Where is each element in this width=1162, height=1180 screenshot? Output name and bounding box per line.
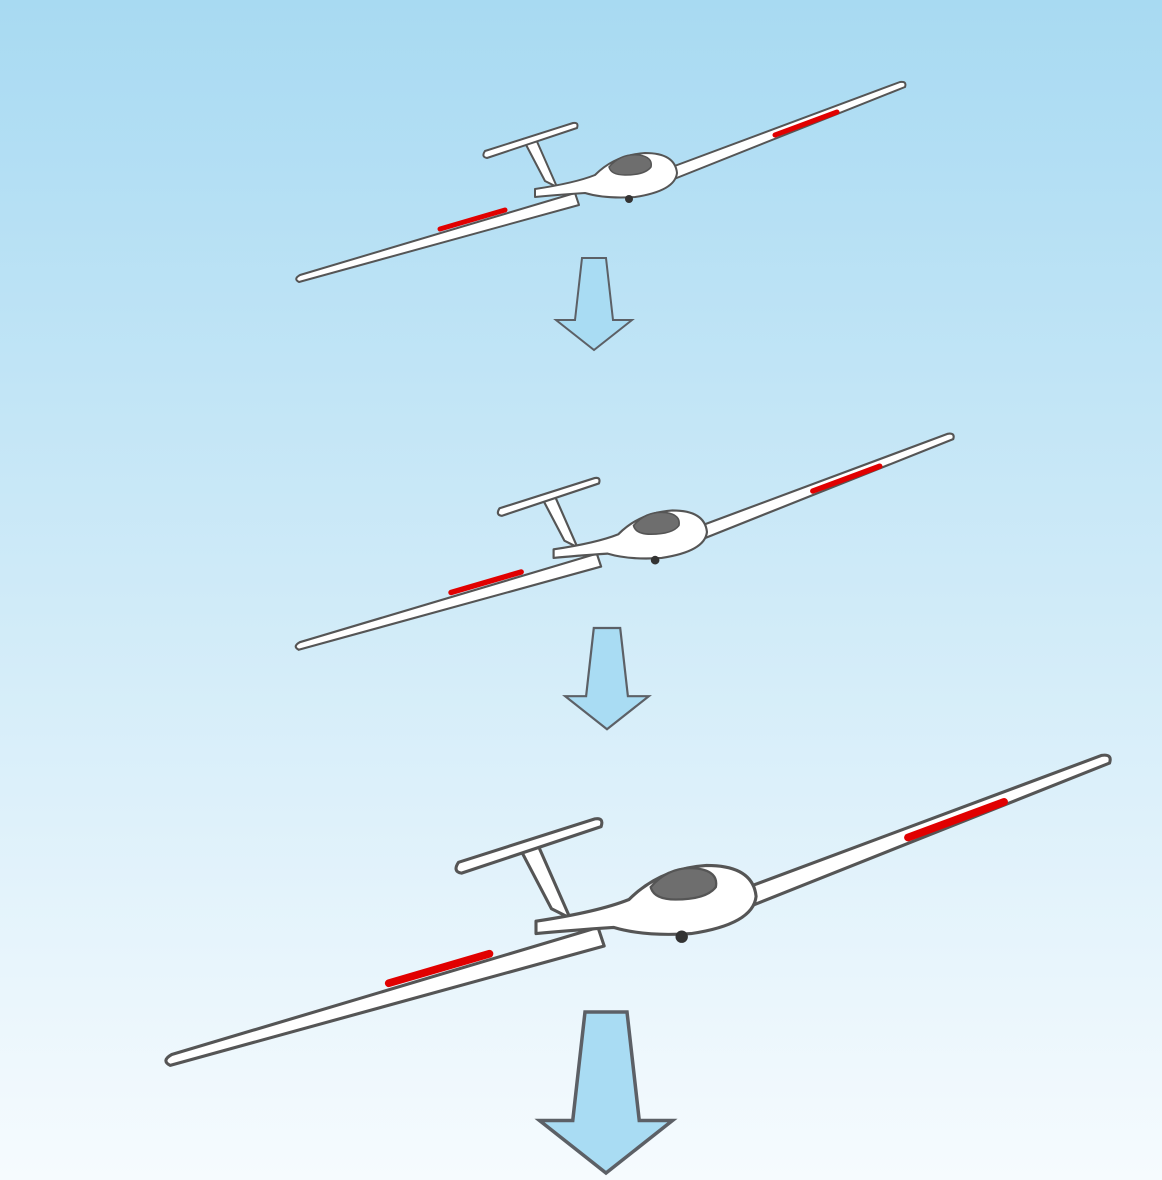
glider-descent-diagram [0,0,1162,1180]
sky-gradient [0,0,1162,1180]
